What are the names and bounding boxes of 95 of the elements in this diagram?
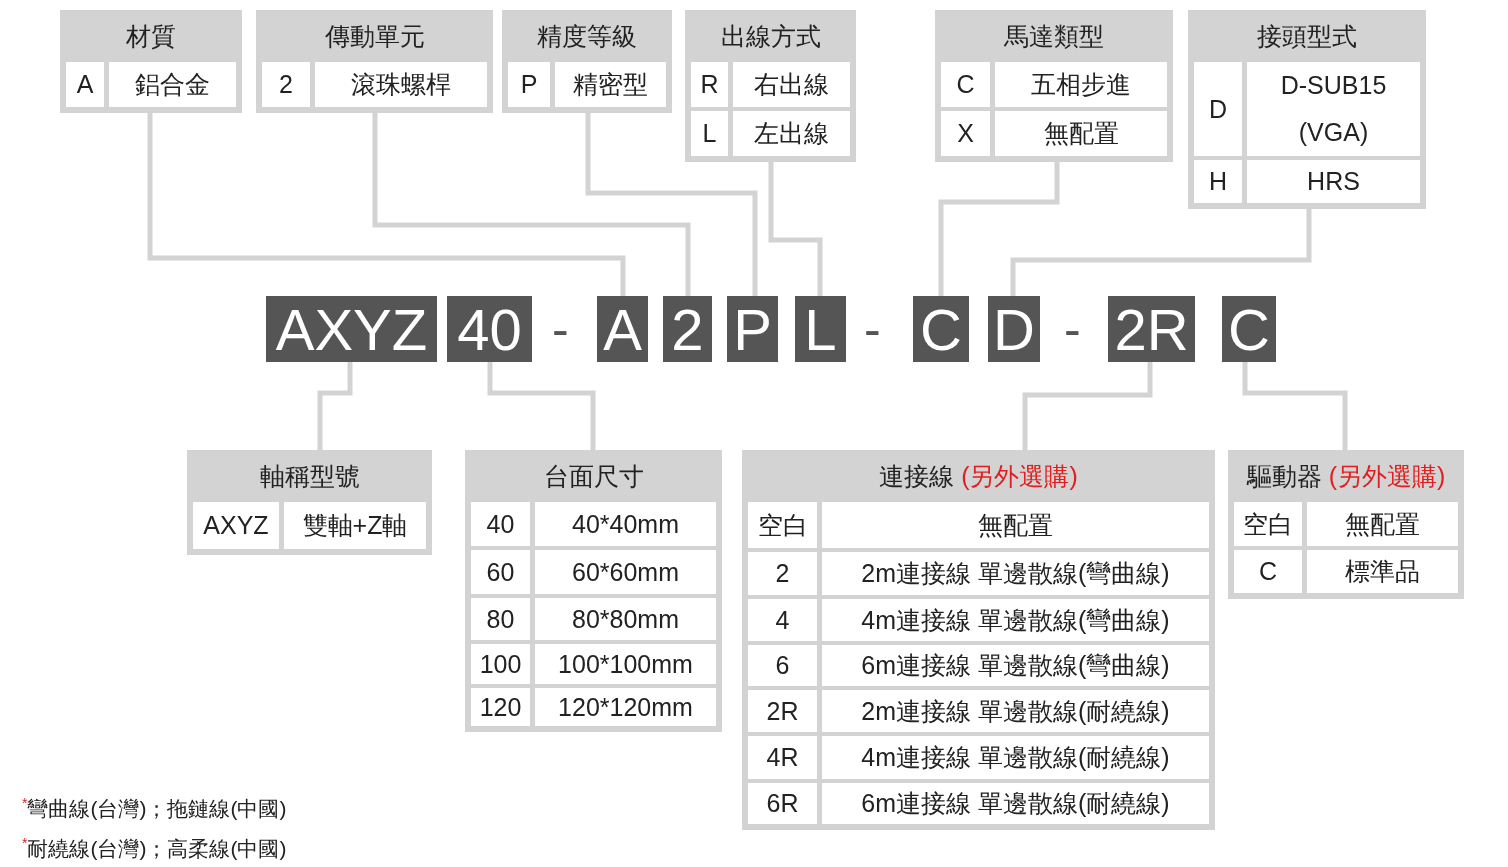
- code-segment: 2: [663, 296, 712, 362]
- table-cell: 4m連接線 單邊散線(耐繞線): [822, 736, 1209, 779]
- table-cell: 6m連接線 單邊散線(彎曲線): [822, 645, 1209, 686]
- connector-line: [1010, 209, 1312, 296]
- table-cell: 60: [471, 550, 530, 594]
- separator-dash: -: [864, 300, 881, 358]
- table-header: 接頭型式: [1257, 22, 1357, 50]
- header-note: (另外選購): [961, 462, 1078, 490]
- table-cell: L: [691, 111, 728, 156]
- table-cell: 滾珠螺桿: [315, 62, 487, 107]
- connector-line: [372, 113, 691, 296]
- table-cell: 空白: [1234, 502, 1302, 546]
- footnote: $^{*}$彎曲線(台灣)；拖鏈線(中國): [22, 795, 287, 822]
- code-segment: D: [988, 296, 1040, 362]
- table-cell: 精密型: [555, 62, 666, 107]
- code-segment: 40: [447, 296, 532, 362]
- connector-line: [487, 362, 596, 450]
- table-cell: C: [941, 62, 990, 107]
- table-cell: 2R: [748, 690, 817, 732]
- spec-table: [256, 10, 493, 113]
- table-cell: D: [1194, 62, 1242, 156]
- table-cell: 4R: [748, 736, 817, 779]
- table-cell: AXYZ: [193, 502, 279, 549]
- table-cell: R: [691, 62, 728, 107]
- table-cell: 4: [748, 599, 817, 641]
- table-header: 馬達類型: [1004, 22, 1104, 50]
- table-cell: 60*60mm: [535, 550, 716, 594]
- table-cell: 6R: [748, 783, 817, 824]
- table-header: 精度等級: [537, 22, 637, 50]
- code-segment: 2R: [1108, 296, 1195, 362]
- table-cell: A: [66, 62, 104, 107]
- spec-table: [1188, 10, 1426, 209]
- footnote: $^{*}$耐繞線(台灣)；高柔線(中國): [22, 835, 287, 862]
- table-cell: 空白: [748, 502, 817, 548]
- connector-line: [147, 113, 626, 296]
- table-cell: 4m連接線 單邊散線(彎曲線): [822, 599, 1209, 641]
- code-segment: C: [1222, 296, 1276, 362]
- table-cell: C: [1234, 550, 1302, 593]
- code-segment: A: [597, 296, 648, 362]
- table-cell: 80: [471, 598, 530, 640]
- table-cell: 標準品: [1307, 550, 1458, 593]
- table-cell: 100*100mm: [535, 644, 716, 684]
- connector-line: [1022, 362, 1153, 450]
- table-cell: 2m連接線 單邊散線(彎曲線): [822, 552, 1209, 595]
- connector-line: [317, 362, 353, 450]
- table-header: 軸稱型號: [259, 462, 360, 490]
- code-segment: L: [795, 296, 846, 362]
- code-segment: AXYZ: [266, 296, 437, 362]
- table-cell: 雙軸+Z軸: [284, 502, 426, 549]
- table-cell: 無配置: [995, 111, 1167, 156]
- connector-line: [1242, 362, 1348, 450]
- spec-table: [685, 10, 856, 162]
- table-cell: 無配置: [1307, 502, 1458, 546]
- table-cell: X: [941, 111, 990, 156]
- table-header: 出線方式: [720, 22, 821, 50]
- table-cell: 40: [471, 502, 530, 546]
- table-cell: 左出線: [733, 111, 850, 156]
- table-cell: D-SUB15 (VGA): [1247, 62, 1420, 156]
- table-cell: 80*80mm: [535, 598, 716, 640]
- separator-dash: -: [1064, 300, 1081, 358]
- table-header: 材質: [126, 22, 176, 50]
- table-cell: 6m連接線 單邊散線(耐繞線): [822, 783, 1209, 824]
- table-header: 傳動單元: [324, 22, 425, 50]
- spec-table: [935, 10, 1173, 162]
- table-header: 台面尺寸: [543, 462, 644, 490]
- table-cell: 2: [748, 552, 817, 595]
- connector-line: [768, 162, 823, 296]
- table-cell: P: [508, 62, 550, 107]
- table-cell: 2: [262, 62, 310, 107]
- table-cell: 無配置: [822, 502, 1209, 548]
- code-segment: P: [727, 296, 778, 362]
- table-cell: HRS: [1247, 160, 1420, 203]
- table-cell: 40*40mm: [535, 502, 716, 546]
- table-cell: 120*120mm: [535, 688, 716, 726]
- code-segment: C: [913, 296, 969, 362]
- table-cell: H: [1194, 160, 1242, 203]
- spec-table: [187, 450, 432, 555]
- spec-table: [502, 10, 672, 113]
- table-cell: 五相步進: [995, 62, 1167, 107]
- connector-line: [938, 162, 1060, 296]
- spec-table: [742, 450, 1215, 830]
- table-cell: 鋁合金: [109, 62, 236, 107]
- table-header: 驅動器: [1246, 462, 1322, 490]
- table-cell: 100: [471, 644, 530, 684]
- table-header: 連接線: [879, 462, 955, 490]
- spec-table: [465, 450, 722, 732]
- separator-dash: -: [552, 300, 569, 358]
- spec-table: [60, 10, 242, 113]
- table-cell: 120: [471, 688, 530, 726]
- header-note: (另外選購): [1328, 462, 1446, 490]
- connector-line: [585, 113, 758, 296]
- table-cell: 2m連接線 單邊散線(耐繞線): [822, 690, 1209, 732]
- table-cell: 右出線: [733, 62, 850, 107]
- spec-table: [1228, 450, 1464, 599]
- table-cell: 6: [748, 645, 817, 686]
